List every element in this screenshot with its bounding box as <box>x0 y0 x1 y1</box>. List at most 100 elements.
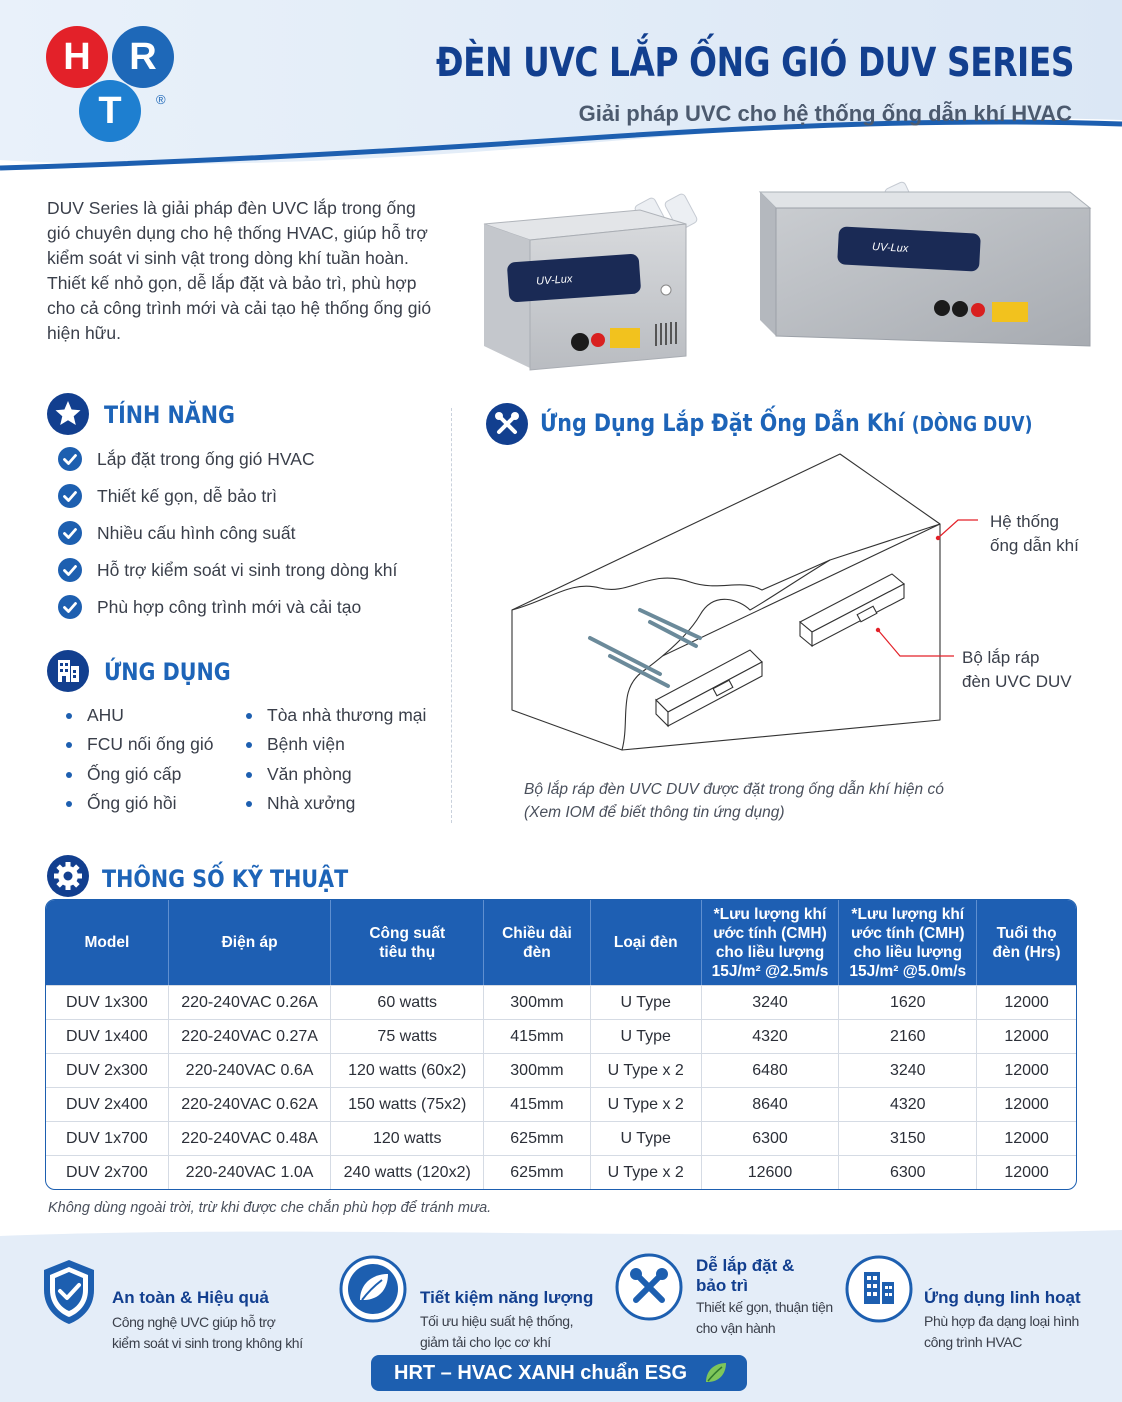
table-cell: 4320 <box>700 1019 839 1053</box>
table-cell: DUV 2x300 <box>46 1053 168 1087</box>
callout-duct: Hệ thống ống dẫn khí <box>990 510 1079 558</box>
product-label-text-2: UV-Lux <box>872 241 909 255</box>
column-divider <box>451 408 452 823</box>
table-cell: 12000 <box>976 1087 1076 1121</box>
list-item: Lắp đặt trong ống gió HVAC <box>58 446 397 483</box>
checkmark-icon <box>58 447 82 471</box>
table-cell: 625mm <box>483 1121 590 1155</box>
table-cell: DUV 1x400 <box>46 1019 168 1053</box>
list-item: Nhà xưởng <box>246 791 426 820</box>
diagram-title: Ứng Dụng Lắp Đặt Ống Dẫn Khí (DÒNG DUV) <box>540 409 1032 437</box>
list-item: Thiết kế gọn, dễ bảo trì <box>58 483 397 520</box>
table-cell: 60 watts <box>330 985 484 1019</box>
feature-text: Thiết kế gọn, dễ bảo trì <box>97 486 277 506</box>
feature-text: Phù hợp công trình mới và cải tạo <box>97 597 362 617</box>
feature-text: Hỗ trợ kiểm soát vi sinh trong dòng khí <box>97 560 398 580</box>
table-cell: 3240 <box>700 985 839 1019</box>
table-cell: 150 watts (75x2) <box>330 1087 484 1121</box>
table-cell: 12000 <box>976 1155 1076 1189</box>
diagram-title-main: Ứng Dụng Lắp Đặt Ống Dẫn Khí <box>540 409 905 437</box>
product-unit-large: UV-Lux <box>758 181 1092 347</box>
applications-title: ỨNG DỤNG <box>104 658 231 686</box>
table-cell: 220-240VAC 0.62A <box>167 1087 331 1121</box>
table-cell: 625mm <box>483 1155 590 1189</box>
column-header: Loại đèn <box>589 900 701 985</box>
leaf-icon <box>339 1255 407 1323</box>
feature-text: Lắp đặt trong ống gió HVAC <box>97 449 315 469</box>
list-item: Nhiều cấu hình công suất <box>58 520 397 557</box>
building-icon <box>47 650 89 692</box>
table-cell: 12000 <box>976 1019 1076 1053</box>
table-cell: 220-240VAC 0.26A <box>167 985 331 1019</box>
list-item: Ống gió hồi <box>66 791 213 820</box>
table-cell: 220-240VAC 1.0A <box>167 1155 331 1189</box>
table-cell: 220-240VAC 0.27A <box>167 1019 331 1053</box>
table-cell: U Type <box>589 1019 701 1053</box>
header: H R T ® ĐÈN UVC LẮP ỐNG GIÓ DUV SERIES G… <box>0 0 1122 180</box>
list-item: Tòa nhà thương mại <box>246 703 426 732</box>
table-cell: 4320 <box>838 1087 977 1121</box>
features-title: TÍNH NĂNG <box>104 401 235 429</box>
checkmark-icon <box>58 595 82 619</box>
leaf-icon <box>706 1363 726 1382</box>
features-list: Lắp đặt trong ống gió HVAC Thiết kế gọn,… <box>58 446 397 631</box>
footer-item-title: Dễ lắp đặt &bảo trì <box>696 1256 795 1295</box>
logo-letter-t: T <box>79 80 141 142</box>
table-cell: 75 watts <box>330 1019 484 1053</box>
table-cell: 12000 <box>976 985 1076 1019</box>
table-cell: U Type x 2 <box>589 1155 701 1189</box>
table-cell: DUV 2x400 <box>46 1087 168 1121</box>
footer-item-title: An toàn & Hiệu quả <box>112 1288 269 1307</box>
tools-icon <box>615 1253 683 1321</box>
table-cell: 220-240VAC 0.48A <box>167 1121 331 1155</box>
callout-unit-line2: đèn UVC DUV <box>962 672 1072 691</box>
list-item: Văn phòng <box>246 762 426 791</box>
list-item: Ống gió cấp <box>66 762 213 791</box>
hrt-logo: H R T ® <box>38 20 178 150</box>
esg-text: HRT – HVAC XANH chuẩn ESG <box>394 1362 687 1384</box>
table-cell: U Type x 2 <box>589 1053 701 1087</box>
logo-letter-h: H <box>46 26 108 88</box>
column-header: Model <box>46 900 168 985</box>
table-cell: 120 watts (60x2) <box>330 1053 484 1087</box>
table-cell: 6480 <box>700 1053 839 1087</box>
table-cell: 240 watts (120x2) <box>330 1155 484 1189</box>
duct-diagram <box>511 453 978 751</box>
list-item: Phù hợp công trình mới và cải tạo <box>58 594 397 631</box>
callout-unit-line1: Bộ lắp ráp <box>962 648 1040 667</box>
intro-paragraph: DUV Series là giải pháp đèn UVC lắp tron… <box>47 198 432 343</box>
table-cell: 220-240VAC 0.6A <box>167 1053 331 1087</box>
column-header: Điện áp <box>167 900 331 985</box>
table-cell: 12000 <box>976 1053 1076 1087</box>
table-cell: DUV 2x700 <box>46 1155 168 1189</box>
gear-icon <box>47 855 89 897</box>
spec-note: Không dùng ngoài trời, trừ khi được che … <box>48 1200 492 1216</box>
shield-check-icon <box>44 1260 94 1324</box>
table-cell: 8640 <box>700 1087 839 1121</box>
buildings-icon <box>845 1255 913 1323</box>
registered-mark: ® <box>156 92 166 107</box>
wrench-icon <box>486 403 528 445</box>
table-cell: DUV 1x300 <box>46 985 168 1019</box>
table-cell: 1620 <box>838 985 977 1019</box>
table-cell: 300mm <box>483 1053 590 1087</box>
callout-duct-line2: ống dẫn khí <box>990 536 1079 555</box>
product-photos: UV-Lux UV-Lux <box>483 181 1092 371</box>
table-cell: 120 watts <box>330 1121 484 1155</box>
list-item: AHU <box>66 703 213 732</box>
esg-badge: HRT – HVAC XANH chuẩn ESG <box>371 1355 747 1391</box>
table-cell: U Type x 2 <box>589 1087 701 1121</box>
